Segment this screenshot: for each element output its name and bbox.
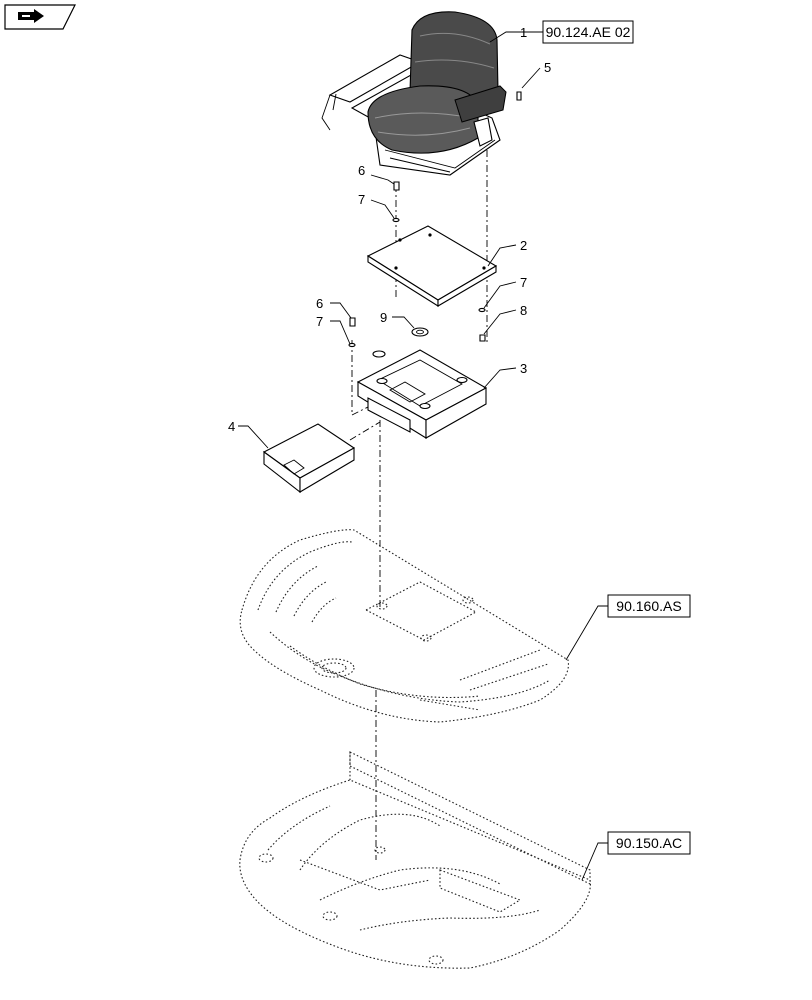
callout-3: 3 — [520, 361, 527, 376]
callout-9: 9 — [380, 310, 387, 325]
reference-mat-label: 90.160.AS — [616, 598, 681, 614]
reference-floor-box[interactable]: 90.150.AC — [607, 831, 691, 855]
callout-5: 5 — [544, 60, 551, 75]
callout-1: 1 — [520, 25, 527, 40]
seat-box — [356, 349, 488, 439]
reference-seat-label: 90.124.AE 02 — [546, 24, 631, 40]
callout-4: 4 — [228, 419, 235, 434]
callout-6-lower: 6 — [316, 296, 323, 311]
alignment-lines — [349, 150, 488, 860]
floor-plate — [239, 751, 591, 969]
reference-mat-box[interactable]: 90.160.AS — [607, 594, 691, 618]
callout-7-upper: 7 — [358, 192, 365, 207]
storage-tray — [262, 423, 356, 494]
floor-mat — [239, 529, 569, 723]
callout-8: 8 — [520, 303, 527, 318]
next-page-arrow-icon — [18, 9, 44, 23]
mounting-plate — [366, 225, 498, 307]
callout-6-upper: 6 — [358, 163, 365, 178]
fasteners — [348, 91, 522, 348]
reference-floor-label: 90.150.AC — [616, 835, 682, 851]
seat-assembly — [321, 11, 507, 176]
leader-lines — [238, 31, 608, 881]
callout-2: 2 — [520, 238, 527, 253]
callout-labels: 1 2 3 4 5 6 7 7 8 6 7 9 — [228, 25, 551, 434]
next-page-button[interactable] — [4, 4, 76, 30]
reference-seat-box[interactable]: 90.124.AE 02 — [542, 20, 634, 44]
callout-7-right: 7 — [520, 275, 527, 290]
callout-7-lower: 7 — [316, 314, 323, 329]
